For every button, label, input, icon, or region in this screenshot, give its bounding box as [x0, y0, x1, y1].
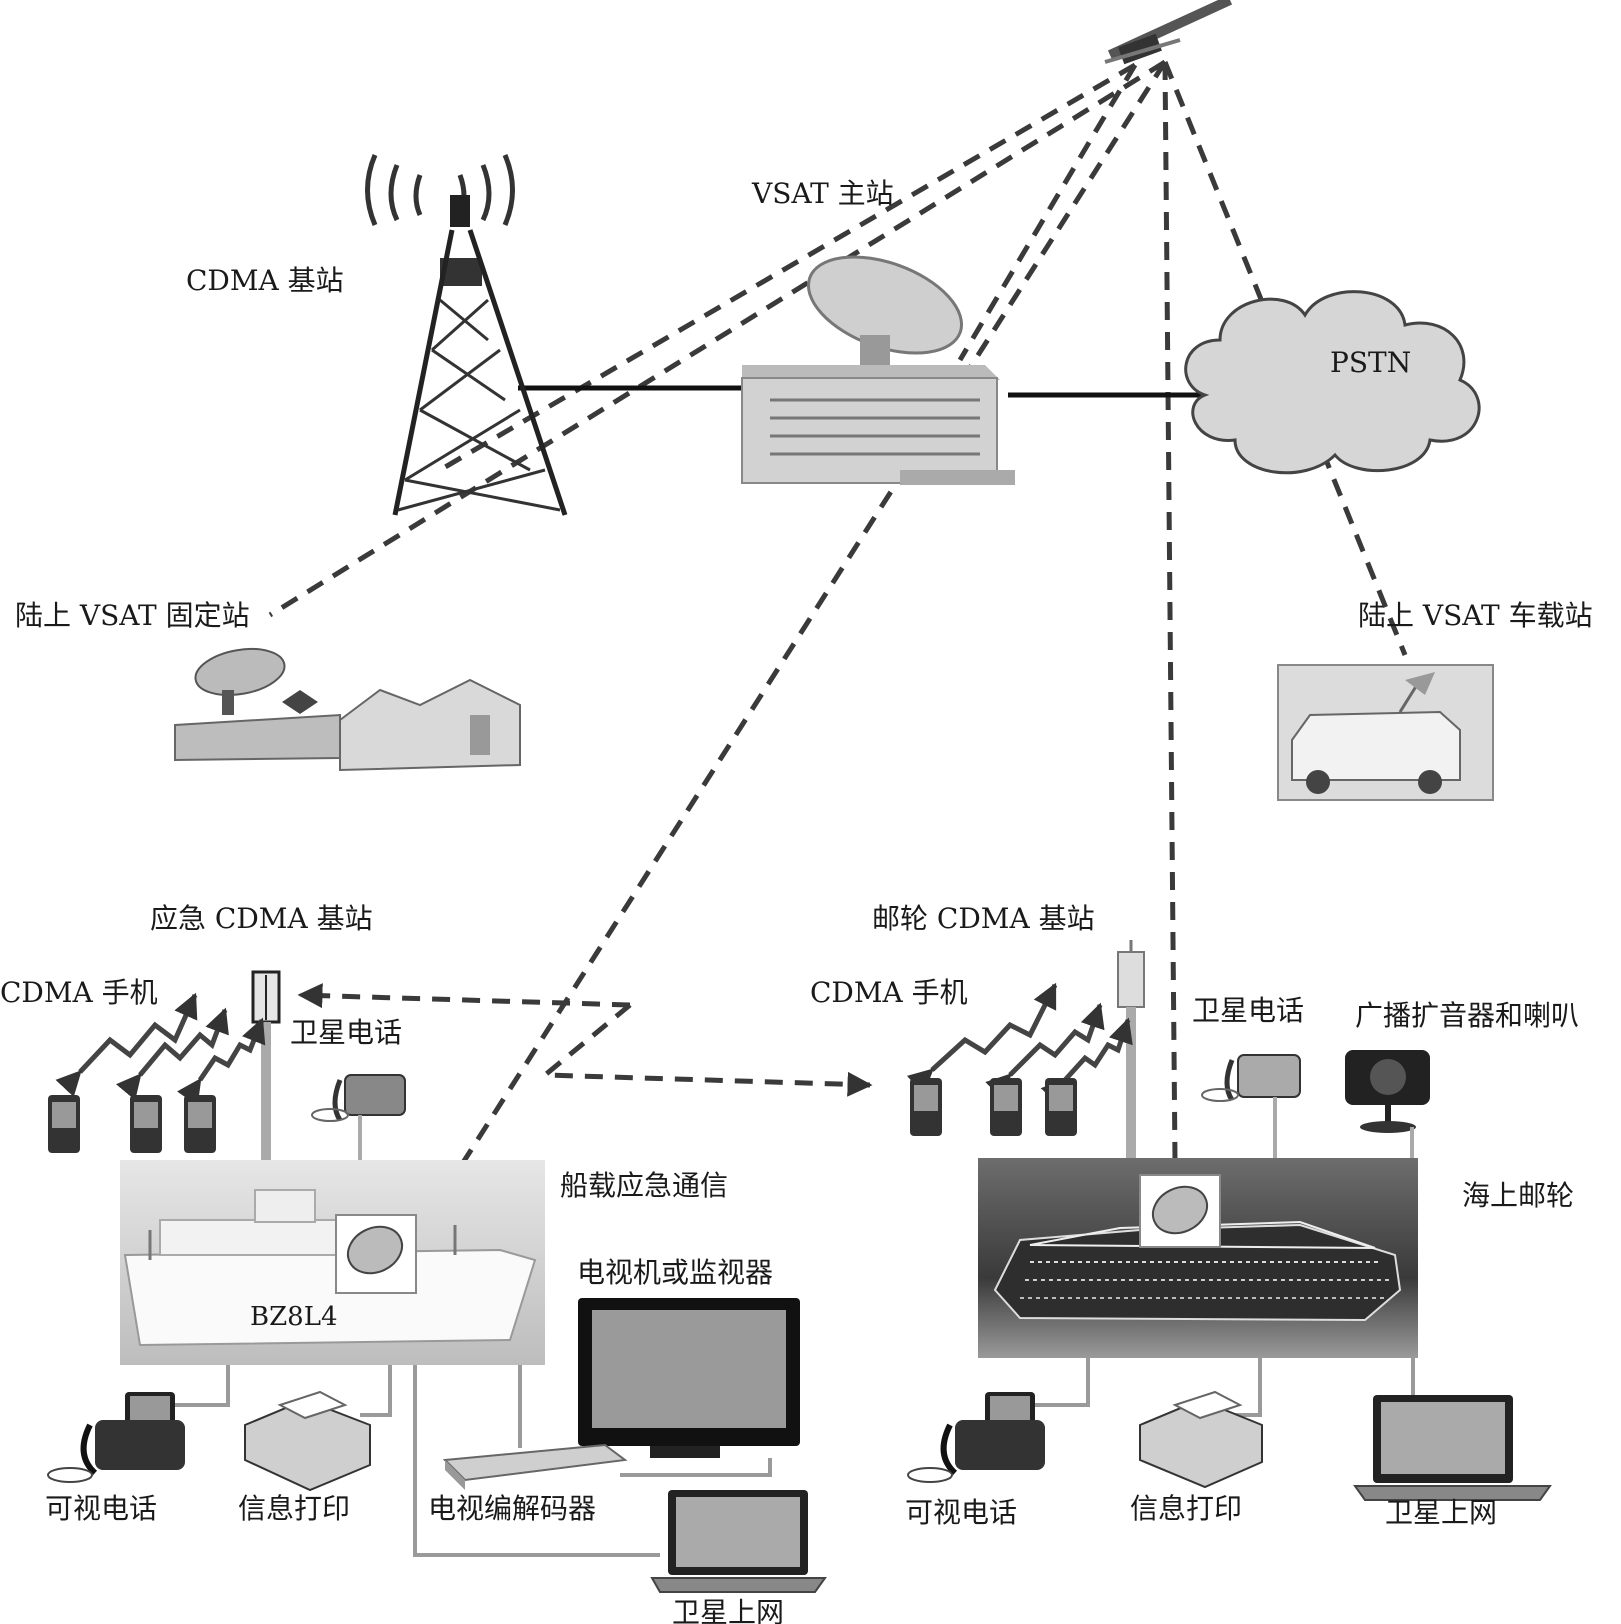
label-video-phone-left: 可视电话 [45, 1492, 157, 1525]
mobile-phone-icon [48, 1095, 216, 1153]
cruise-ship-connectors [1035, 1358, 1415, 1417]
label-pstn: PSTN [1330, 346, 1411, 379]
cruise-ship-icon [978, 1158, 1418, 1358]
speaker-icon [1345, 1050, 1430, 1165]
label-sat-internet-right: 卫星上网 [1385, 1496, 1497, 1529]
tv-codec-icon [442, 1443, 628, 1490]
label-cdma-phone-right: CDMA 手机 [810, 976, 968, 1009]
satellite-phone-icon [311, 1074, 406, 1160]
cdma-zigzag-links-right [906, 982, 1133, 1106]
emergency-cdma-antenna-icon [251, 970, 281, 1180]
label-broadcast: 广播扩音器和喇叭 [1355, 999, 1579, 1032]
printer-icon [1139, 1390, 1263, 1489]
label-cdma-base: CDMA 基站 [186, 264, 344, 297]
emergency-ship-icon [120, 1160, 545, 1365]
printer-icon [244, 1390, 371, 1492]
cruise-cdma-antenna-icon [1117, 940, 1145, 1170]
land-fixed-station-icon [174, 647, 521, 772]
video-phone-icon [47, 1392, 185, 1483]
video-phone-icon [907, 1392, 1045, 1483]
label-land-vehicle: 陆上 VSAT 车载站 [1358, 599, 1593, 632]
vsat-main-station-icon [741, 255, 1015, 485]
label-sat-phone-left: 卫星电话 [290, 1016, 402, 1049]
pstn-cloud-icon [1184, 290, 1481, 475]
label-land-fixed: 陆上 VSAT 固定站 [15, 599, 250, 632]
cdma-tower-icon [365, 154, 568, 516]
label-info-print-left: 信息打印 [238, 1492, 350, 1525]
label-info-print-right: 信息打印 [1130, 1492, 1242, 1525]
label-sat-internet-left: 卫星上网 [672, 1596, 784, 1624]
label-sat-phone-right: 卫星电话 [1192, 994, 1304, 1027]
label-cdma-phone-left: CDMA 手机 [0, 976, 158, 1009]
label-emergency-cdma: 应急 CDMA 基站 [150, 902, 373, 935]
label-cruise-cdma: 邮轮 CDMA 基站 [872, 902, 1095, 935]
mobile-phone-icon [910, 1078, 1077, 1136]
label-tv-codec: 电视编解码器 [428, 1492, 596, 1525]
laptop-icon [650, 1490, 827, 1593]
land-vehicle-station-icon [1277, 664, 1494, 801]
satellite-phone-icon [1201, 1054, 1301, 1160]
label-video-phone-right: 可视电话 [905, 1496, 1017, 1529]
ship-to-ship-links [297, 983, 873, 1097]
satellite-icon [1104, 0, 1233, 65]
label-ship-emergency: 船载应急通信 [560, 1169, 728, 1202]
tv-monitor-icon [578, 1298, 800, 1477]
emergency-ship-connectors [175, 1365, 660, 1557]
label-tv-monitor: 电视机或监视器 [577, 1256, 773, 1289]
label-vsat-main: VSAT 主站 [751, 177, 894, 210]
cdma-zigzag-links-left [55, 992, 266, 1106]
laptop-icon [1353, 1395, 1552, 1501]
satellite-links [268, 59, 1408, 1232]
label-cruise-ship: 海上邮轮 [1462, 1179, 1574, 1212]
ship-hull-number: BZ8L4 [250, 1302, 338, 1332]
